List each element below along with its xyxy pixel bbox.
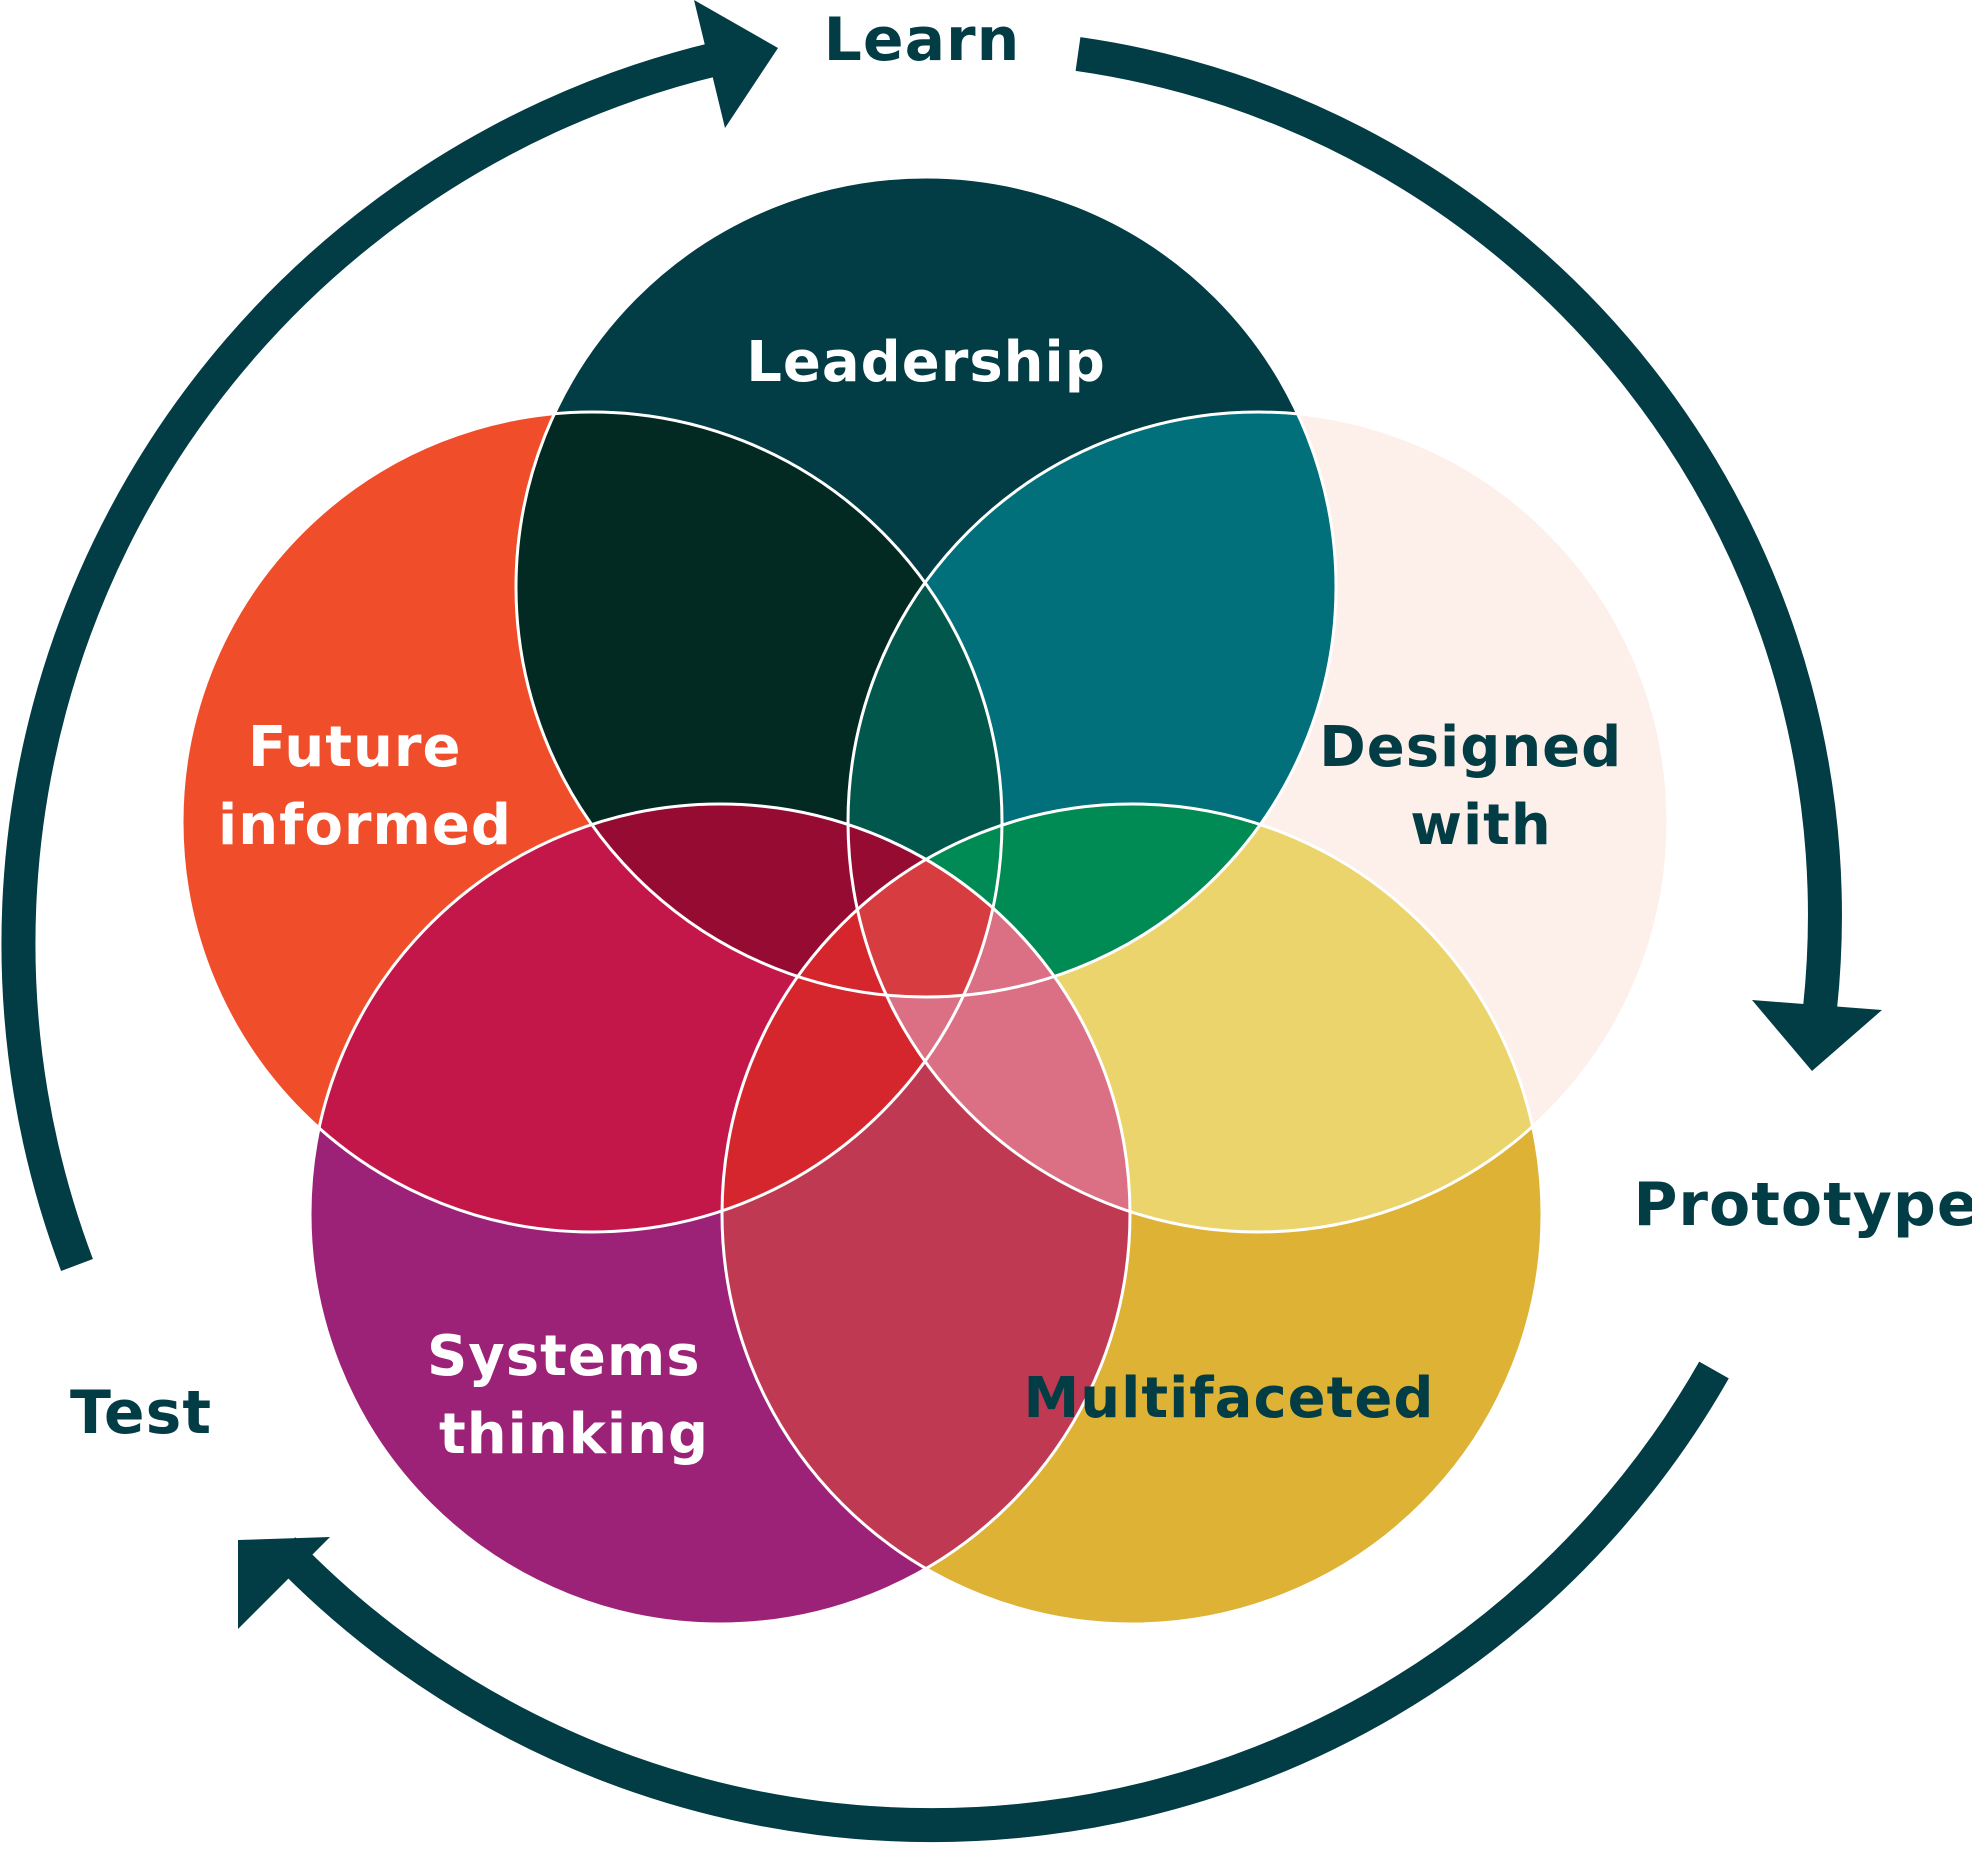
venn-outlines — [180, 175, 1670, 1626]
arrow-head-prototype — [1752, 1000, 1882, 1071]
cycle-labels: Learn Prototype Test — [70, 5, 1972, 1448]
circle-labels: Leadership Future informed Designed with… — [218, 330, 1643, 1467]
label-designed-with: Designed with — [1319, 715, 1643, 858]
venn-overlaps — [310, 412, 1542, 1624]
arrow-test-to-learn — [1, 42, 720, 1271]
cycle-label-prototype: Prototype — [1633, 1170, 1972, 1240]
label-leadership: Leadership — [746, 330, 1106, 395]
overlap-designed-systems-multifaceted — [848, 804, 1130, 1232]
cycle-label-learn: Learn — [824, 5, 1021, 75]
label-systems-thinking: Systems thinking — [427, 1324, 721, 1467]
arrow-head-test — [238, 1537, 330, 1629]
arrow-prototype-to-test — [270, 1361, 1729, 1843]
overlap-leadership-future — [516, 412, 1002, 997]
overlap-leadership-designed — [848, 412, 1336, 997]
arrow-learn-to-prototype — [1075, 37, 1842, 1010]
arrow-head-learn — [694, 0, 778, 128]
label-multifaceted: Multifaceted — [1024, 1366, 1435, 1431]
cycle-arrows — [1, 0, 1882, 1843]
label-future-informed: Future informed — [218, 715, 512, 858]
cycle-label-test: Test — [70, 1378, 212, 1448]
